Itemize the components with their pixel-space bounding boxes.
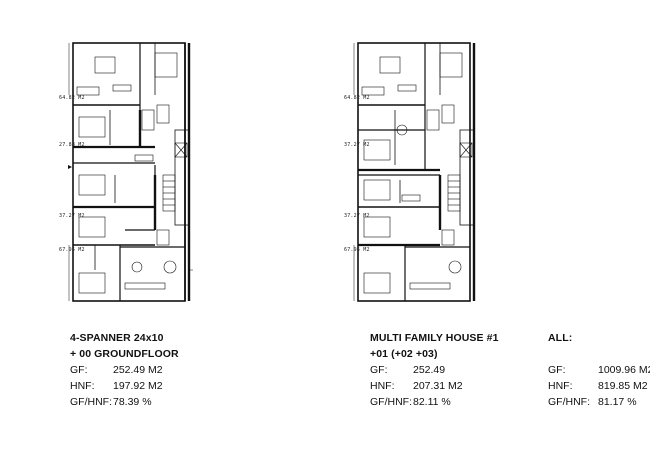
gf-key: GF: [548, 364, 566, 376]
floorplan-upper-floors-drawing [353, 42, 476, 302]
gf-value: 252.49 M2 [113, 364, 163, 376]
gf-key: GF: [70, 364, 88, 376]
gf-key: GF: [370, 364, 388, 376]
hnf-value: 819.85 M2 [598, 380, 648, 392]
all-row-ratio: GF/HNF: 81.17 % [548, 394, 650, 410]
hnf-value: 207.31 M2 [413, 380, 463, 392]
ratio-key: GF/HNF: [70, 396, 112, 408]
ratio-value: 78.39 % [113, 396, 152, 408]
groundfloor-title: 4-SPANNER 24x10 [70, 332, 164, 344]
area-label-1: 64.82 M2 [59, 95, 85, 101]
area-label-4: 67.95 M2 [344, 247, 370, 253]
ratio-key: GF/HNF: [548, 396, 590, 408]
groundfloor-subtitle: + 00 GROUNDFLOOR [70, 348, 179, 360]
all-row-gf: GF: 1009.96 M2 [548, 362, 650, 378]
groundfloor-summary: 4-SPANNER 24x10 + 00 GROUNDFLOOR GF: 252… [70, 330, 179, 410]
area-label-2: 37.27 M2 [344, 142, 370, 148]
all-spacer [548, 346, 650, 362]
ratio-value: 81.17 % [598, 396, 637, 408]
floorplan-groundfloor: 64.82 M2 27.88 M2 37.27 M2 67.95 M2 [55, 35, 215, 310]
area-label-4: 67.95 M2 [59, 247, 85, 253]
all-row-hnf: HNF: 819.85 M2 [548, 378, 650, 394]
multi-row-hnf: HNF: 207.31 M2 [370, 378, 499, 394]
groundfloor-row-hnf: HNF: 197.92 M2 [70, 378, 179, 394]
gf-value: 1009.96 M2 [598, 364, 650, 376]
groundfloor-row-ratio: GF/HNF: 78.39 % [70, 394, 179, 410]
area-label-2: 27.88 M2 [59, 142, 85, 148]
floorplan-groundfloor-drawing [68, 42, 193, 302]
ratio-value: 82.11 % [413, 396, 451, 408]
area-label-1: 64.82 M2 [344, 95, 370, 101]
all-summary: ALL: GF: 1009.96 M2 HNF: 819.85 M2 GF/HN… [548, 330, 650, 410]
multi-row-gf: GF: 252.49 [370, 362, 499, 378]
area-label-3: 37.27 M2 [59, 213, 85, 219]
multi-family-title: MULTI FAMILY HOUSE #1 [370, 332, 499, 344]
area-label-3: 37.27 M2 [344, 213, 370, 219]
hnf-value: 197.92 M2 [113, 380, 163, 392]
multi-family-summary: MULTI FAMILY HOUSE #1 +01 (+02 +03) GF: … [370, 330, 499, 410]
ratio-key: GF/HNF: [370, 396, 412, 408]
floorplan-upper-floors: 64.82 M2 37.27 M2 37.27 M2 67.95 M2 [340, 35, 500, 310]
hnf-key: HNF: [370, 380, 395, 392]
groundfloor-row-gf: GF: 252.49 M2 [70, 362, 179, 378]
multi-family-subtitle: +01 (+02 +03) [370, 348, 438, 360]
multi-row-ratio: GF/HNF: 82.11 % [370, 394, 499, 410]
hnf-key: HNF: [70, 380, 95, 392]
all-title: ALL: [548, 332, 573, 344]
hnf-key: HNF: [548, 380, 573, 392]
gf-value: 252.49 [413, 364, 446, 376]
